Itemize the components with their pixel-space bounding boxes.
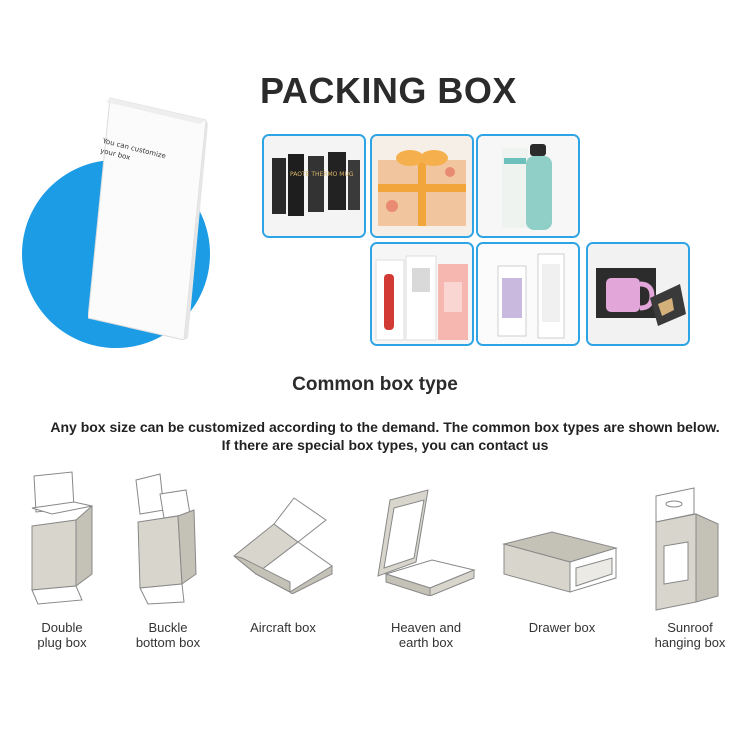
buckle-bottom-box-icon bbox=[135, 473, 197, 605]
box-type-label-sunroof-hanging: Sunroof hanging box bbox=[654, 620, 726, 650]
description-line-1: Any box size can be customized according… bbox=[50, 419, 720, 435]
box-type-label-heaven-earth: Heaven and earth box bbox=[390, 620, 462, 650]
aircraft-box-icon bbox=[233, 497, 333, 594]
sunroof-hanging-box-icon bbox=[655, 487, 719, 611]
box-type-label-aircraft: Aircraft box bbox=[250, 620, 316, 635]
description-line-2: If there are special box types, you can … bbox=[221, 437, 549, 453]
box-type-label-double-plug: Double plug box bbox=[37, 620, 87, 650]
gallery-item-white-box bbox=[476, 242, 580, 346]
gallery-item-gift-box bbox=[370, 134, 474, 238]
gallery-item-red-bottle bbox=[370, 242, 474, 346]
gallery-item-bottle-box bbox=[476, 134, 580, 238]
box-type-label-drawer: Drawer box bbox=[528, 620, 596, 635]
white-box-icon bbox=[88, 97, 208, 340]
section-subtitle: Common box type bbox=[292, 374, 458, 395]
page-title: PACKING BOX bbox=[260, 70, 517, 111]
section-description: Any box size can be customized according… bbox=[20, 418, 750, 454]
box-type-label-buckle-bottom: Buckle bottom box bbox=[135, 620, 201, 650]
gallery-item-mug-box bbox=[586, 242, 690, 346]
drawer-box-icon bbox=[502, 531, 618, 593]
gallery-item-thermo-mug: PAOTE THERMO MUG bbox=[262, 134, 366, 238]
double-plug-box-icon bbox=[31, 471, 93, 605]
thermo-mug-text: PAOTE THERMO MUG bbox=[290, 171, 354, 178]
heaven-earth-box-icon bbox=[377, 489, 476, 596]
